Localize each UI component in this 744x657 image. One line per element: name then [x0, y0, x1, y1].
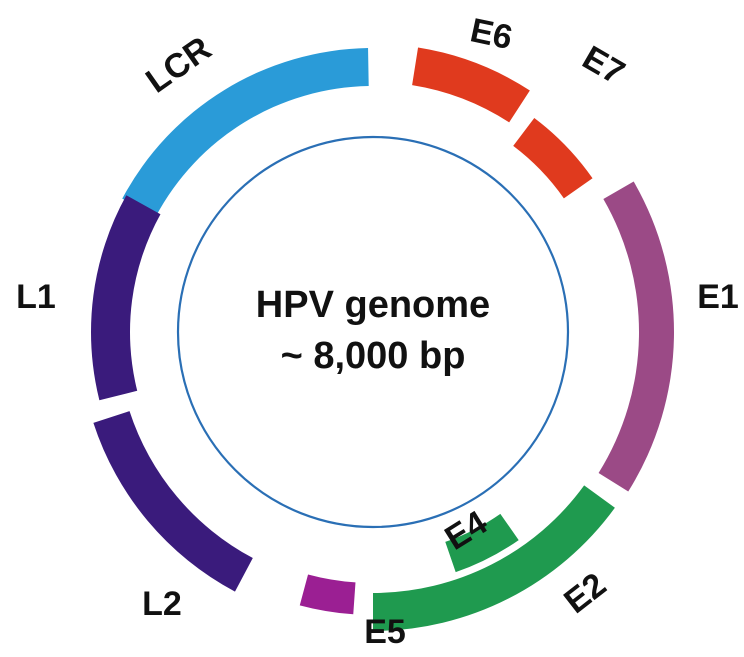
e7-label: E7 — [576, 39, 631, 93]
genome-size: ~ 8,000 bp — [281, 335, 466, 377]
genome-ring — [176, 135, 570, 529]
e1-label: E1 — [697, 278, 739, 316]
l2-segment — [93, 411, 253, 592]
e2-segment — [373, 485, 615, 631]
e5-segment — [299, 574, 356, 615]
l2-label: L2 — [142, 585, 182, 623]
genome-title: HPV genome — [256, 284, 490, 326]
lcr-label: LCR — [139, 29, 218, 100]
l1-segment — [91, 195, 161, 401]
e4-segment — [445, 513, 519, 573]
lcr-segment — [122, 48, 369, 217]
e5-label: E5 — [364, 613, 406, 651]
e1-segment — [598, 181, 674, 492]
e6-segment — [412, 47, 530, 123]
e7-segment — [513, 117, 593, 199]
e2-label: E2 — [557, 566, 613, 622]
e6-label: E6 — [467, 11, 516, 57]
l1-label: L1 — [16, 278, 56, 316]
